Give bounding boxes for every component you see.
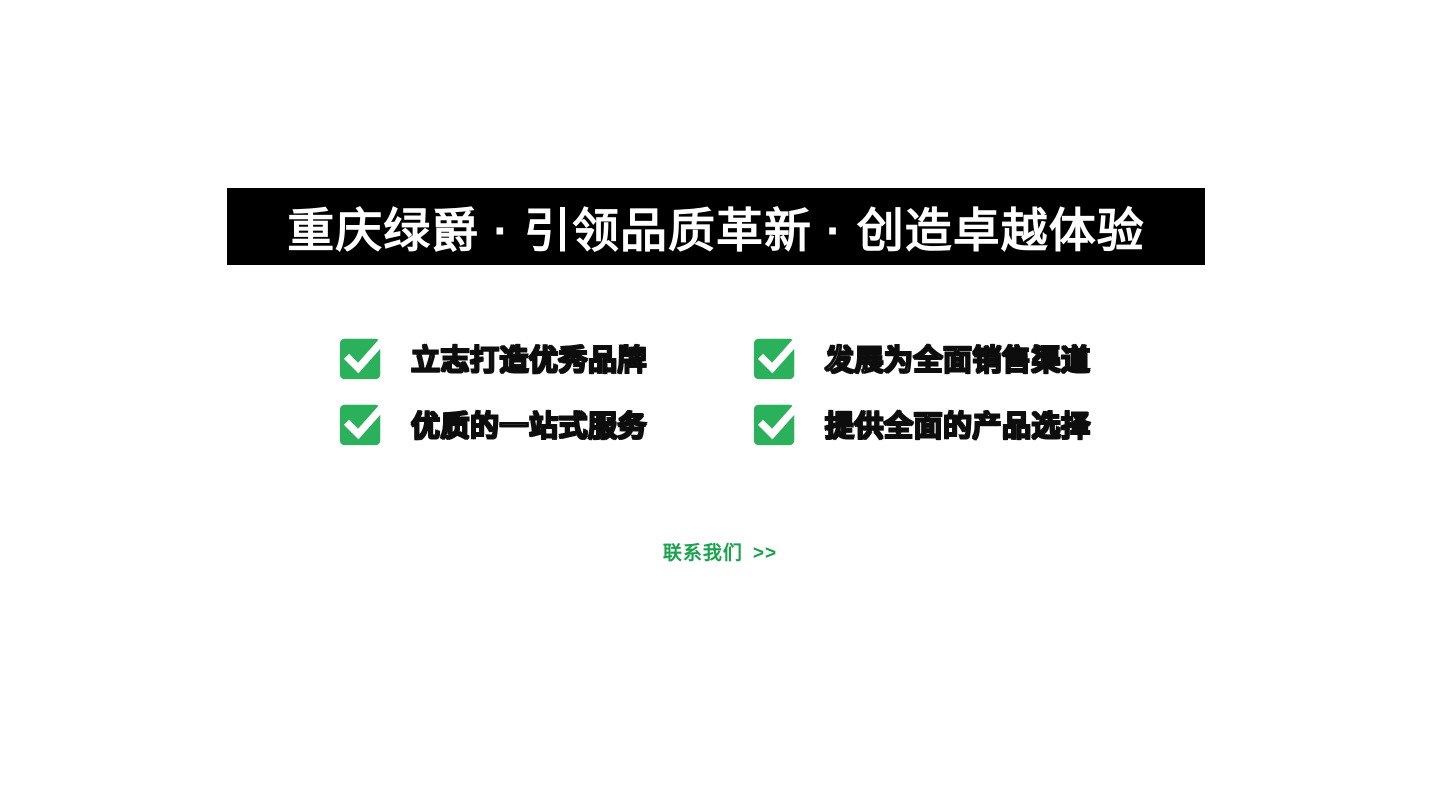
check-icon	[339, 336, 383, 380]
feature-label: 发展为全面销售渠道	[824, 344, 1091, 377]
feature-item: 提供全面的产品选择	[753, 402, 1091, 446]
feature-item: 发展为全面销售渠道	[753, 336, 1091, 380]
double-chevron-right-icon: >>	[752, 543, 778, 564]
contact-us-link[interactable]: 联系我们 >>	[0, 538, 1440, 565]
feature-label: 优质的一站式服务	[410, 410, 648, 443]
contact-us-label: 联系我们	[662, 543, 743, 564]
hero-banner: 重庆绿爵 · 引领品质革新 · 创造卓越体验	[227, 188, 1205, 265]
feature-label: 立志打造优秀品牌	[410, 344, 648, 377]
feature-label: 提供全面的产品选择	[824, 410, 1091, 443]
check-icon	[753, 402, 797, 446]
feature-item: 立志打造优秀品牌	[339, 336, 647, 380]
feature-item: 优质的一站式服务	[339, 402, 647, 446]
check-icon	[339, 402, 383, 446]
banner-title: 重庆绿爵 · 引领品质革新 · 创造卓越体验	[287, 204, 1145, 257]
check-icon	[753, 336, 797, 380]
